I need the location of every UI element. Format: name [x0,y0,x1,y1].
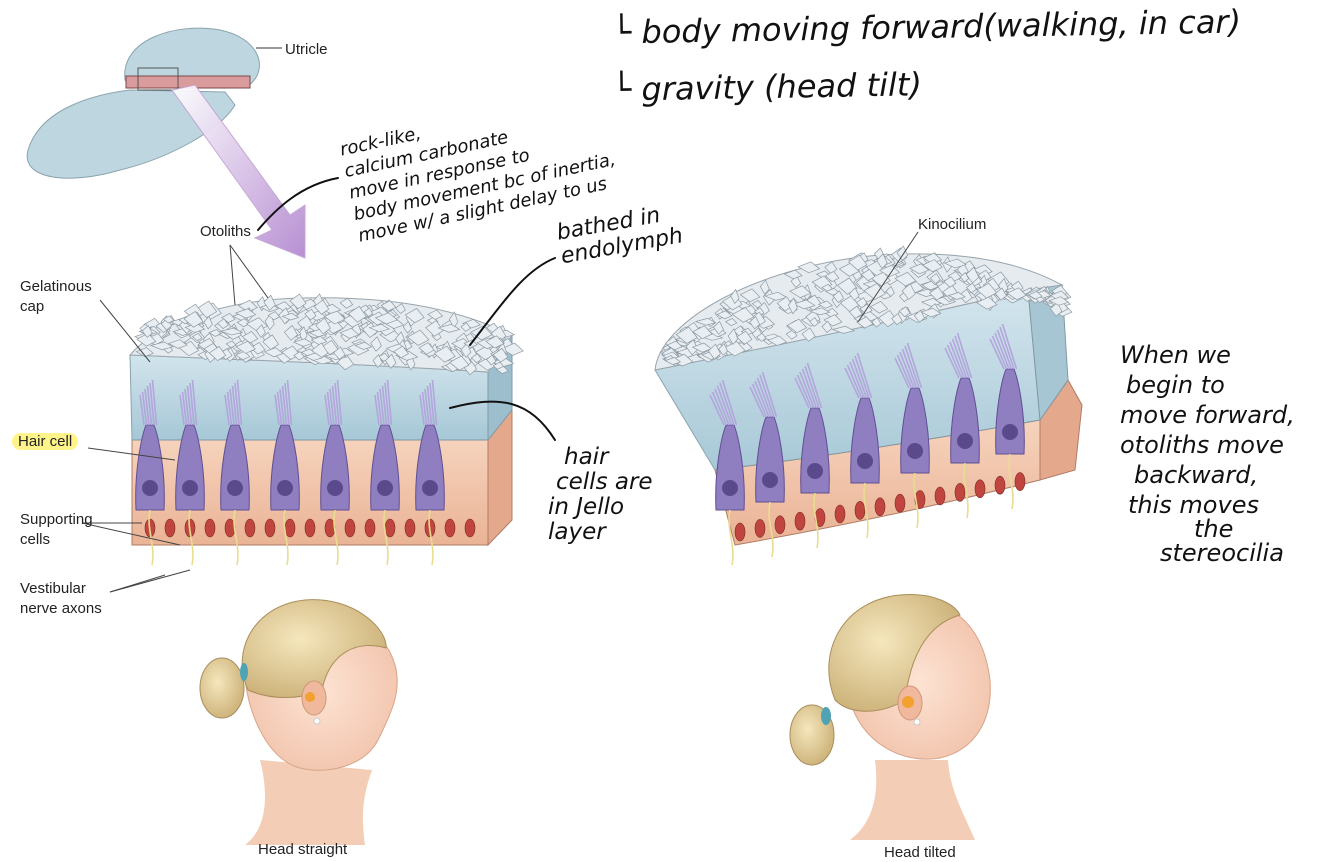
note-forward-line7: the [1120,520,1295,538]
note-hair-cells-line4: layer [548,520,653,545]
vestibular-label-line2: nerve axons [20,599,102,619]
supporting-cells-label: Supporting cells [20,510,93,550]
supporting-cell-nucleus [775,516,785,534]
supporting-cell-nucleus [385,519,395,537]
cell-nucleus [762,472,778,488]
note-hair-cells: hair cells are in Jello layer [548,445,653,545]
cell-nucleus [857,453,873,469]
supporting-cell-nucleus [285,519,295,537]
head-tilted-illustration [790,595,990,840]
cell-nucleus [957,433,973,449]
supporting-cell-nucleus [795,512,805,530]
kinocilium-label: Kinocilium [918,215,986,235]
head-straight-illustration [200,600,397,845]
note-forward-line5: backward, [1120,460,1295,490]
note-forward-line2: begin to [1120,370,1295,400]
head-straight-label: Head straight [258,840,347,860]
cell-nucleus [377,480,393,496]
cell-nucleus [142,480,158,496]
hair-cell-label-text: Hair cell [12,433,78,450]
note-hair-cells-line2: cells are [548,470,653,495]
supporting-cell-nucleus [935,487,945,505]
macula-straight [130,294,523,565]
cell-nucleus [722,480,738,496]
supporting-cell-nucleus [205,519,215,537]
supporting-cell-nucleus [875,498,885,516]
supporting-cell-nucleus [735,523,745,541]
hair-cell-label: Hair cell [12,432,78,452]
supporting-cell-nucleus [855,501,865,519]
cell-nucleus [422,480,438,496]
note-hair-cells-line3: in Jello [548,495,653,520]
cell-nucleus [907,443,923,459]
supporting-cell-nucleus [245,519,255,537]
vestibular-nerve-axons-label: Vestibular nerve axons [20,579,102,619]
note-hair-cells-line1: hair [548,445,653,470]
note-forward-line1: When we [1120,340,1295,370]
cell-nucleus [807,463,823,479]
macula-tilted [655,246,1082,565]
gelatinous-cap-label: Gelatinous cap [20,277,92,317]
supporting-cell-nucleus [955,483,965,501]
supporting-cell-nucleus [365,519,375,537]
gelatinous-cap-label-line1: Gelatinous [20,277,92,297]
vestibular-label-line1: Vestibular [20,579,102,599]
utricle-label: Utricle [285,40,328,60]
supporting-cell-nucleus [975,480,985,498]
note-move-forward: When we begin to move forward, otoliths … [1120,340,1295,568]
supporting-cell-nucleus [345,519,355,537]
supporting-cell-nucleus [305,519,315,537]
supporting-cell-nucleus [445,519,455,537]
note-gravity: └ gravity (head tilt) [612,65,923,108]
cell-nucleus [182,480,198,496]
supporting-cell-nucleus [835,505,845,523]
head-tilted-label: Head tilted [884,843,956,862]
cell-nucleus [1002,424,1018,440]
note-forward-line8: stereocilia [1120,538,1295,568]
supporting-cell-nucleus [995,476,1005,494]
supporting-cell-nucleus [465,519,475,537]
supporting-cells-label-line2: cells [20,530,93,550]
cell-nucleus [327,480,343,496]
note-forward-line4: otoliths move [1120,430,1295,460]
supporting-cell-nucleus [405,519,415,537]
cell-nucleus [277,480,293,496]
note-forward-line3: move forward, [1120,400,1295,430]
supporting-cell-nucleus [165,519,175,537]
otoliths-label: Otoliths [200,222,251,242]
supporting-cells-label-line1: Supporting [20,510,93,530]
gelatinous-cap-label-line2: cap [20,297,92,317]
cell-nucleus [227,480,243,496]
supporting-cell-nucleus [1015,473,1025,491]
supporting-cell-nucleus [755,519,765,537]
supporting-cell-nucleus [895,494,905,512]
supporting-cell-nucleus [265,519,275,537]
